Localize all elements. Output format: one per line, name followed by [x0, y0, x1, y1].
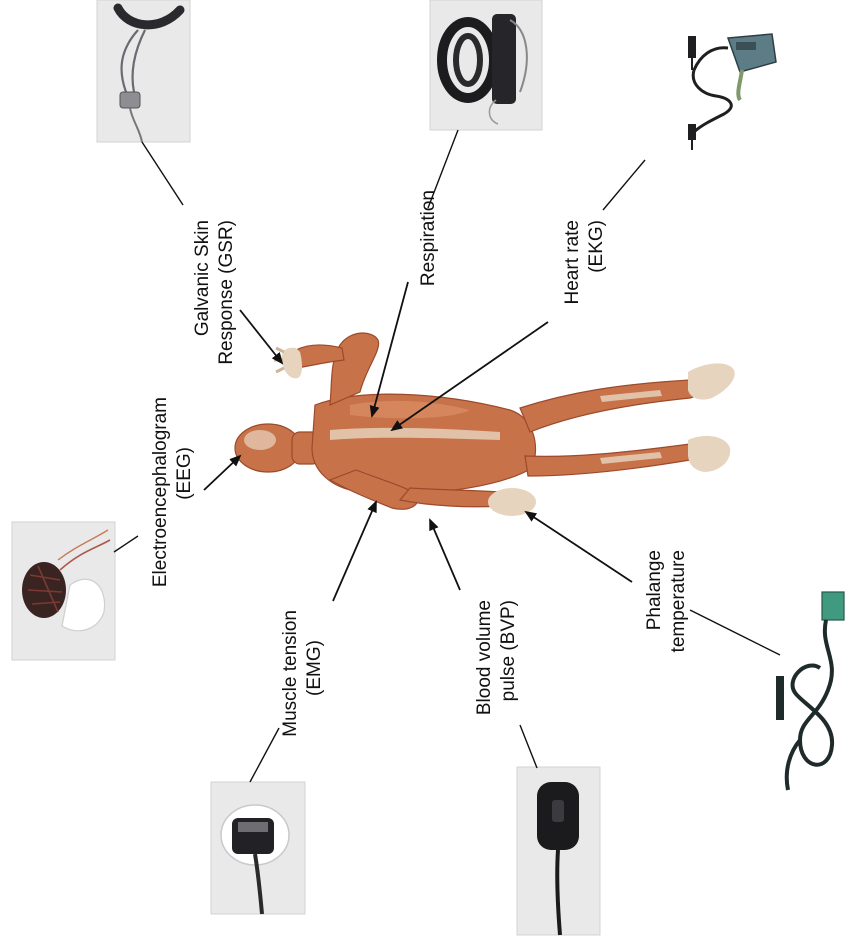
- eeg-arrow: [204, 456, 240, 490]
- human-muscle-figure: [235, 333, 735, 516]
- ekg-label-line2: (EKG): [586, 220, 607, 273]
- eeg-label-line2: (EEG): [174, 447, 195, 500]
- ekg-sensor-photo: [688, 34, 776, 150]
- emg-label-line1: Muscle tension: [280, 610, 301, 737]
- temp-connector-line: [690, 610, 780, 655]
- bvp-label-line1: Blood volume: [474, 600, 495, 715]
- bvp-sensor-photo: [517, 767, 600, 935]
- eeg-connector-line: [114, 536, 138, 552]
- emg-sensor-photo: [211, 782, 305, 914]
- bvp-arrow: [430, 520, 460, 590]
- respiration-label-line1: Respiration: [418, 190, 439, 286]
- ekg-label-line1: Heart rate: [562, 220, 583, 304]
- gsr-connector-line: [142, 142, 183, 205]
- gsr-label: Galvanic Skin Response (GSR): [192, 220, 237, 365]
- eeg-label: Electroencephalogram (EEG): [150, 397, 195, 587]
- gsr-arrow: [240, 310, 282, 363]
- temp-label: Phalange temperature: [644, 550, 689, 652]
- emg-label-line2: (EMG): [304, 640, 325, 696]
- temp-arrow: [526, 512, 632, 582]
- respiration-label: Respiration: [418, 190, 439, 286]
- temp-label-line1: Phalange: [644, 550, 665, 630]
- emg-arrow: [333, 502, 376, 601]
- eeg-sensor-photo: [12, 522, 115, 660]
- bvp-label: Blood volume pulse (BVP): [474, 600, 519, 715]
- gsr-sensor-photo: [97, 0, 190, 142]
- gsr-label-line2: Response (GSR): [216, 220, 237, 365]
- emg-label: Muscle tension (EMG): [280, 610, 325, 737]
- ekg-label: Heart rate (EKG): [562, 220, 607, 304]
- temperature-sensor-photo: [776, 592, 844, 790]
- ekg-connector-line: [603, 160, 645, 210]
- emg-connector-line: [250, 728, 279, 782]
- eeg-label-line1: Electroencephalogram: [150, 397, 171, 587]
- respiration-sensor-photo: [430, 0, 542, 130]
- temp-label-line2: temperature: [668, 550, 689, 652]
- bvp-connector-line: [520, 725, 537, 768]
- gsr-label-line1: Galvanic Skin: [192, 220, 213, 336]
- bvp-label-line2: pulse (BVP): [498, 600, 519, 701]
